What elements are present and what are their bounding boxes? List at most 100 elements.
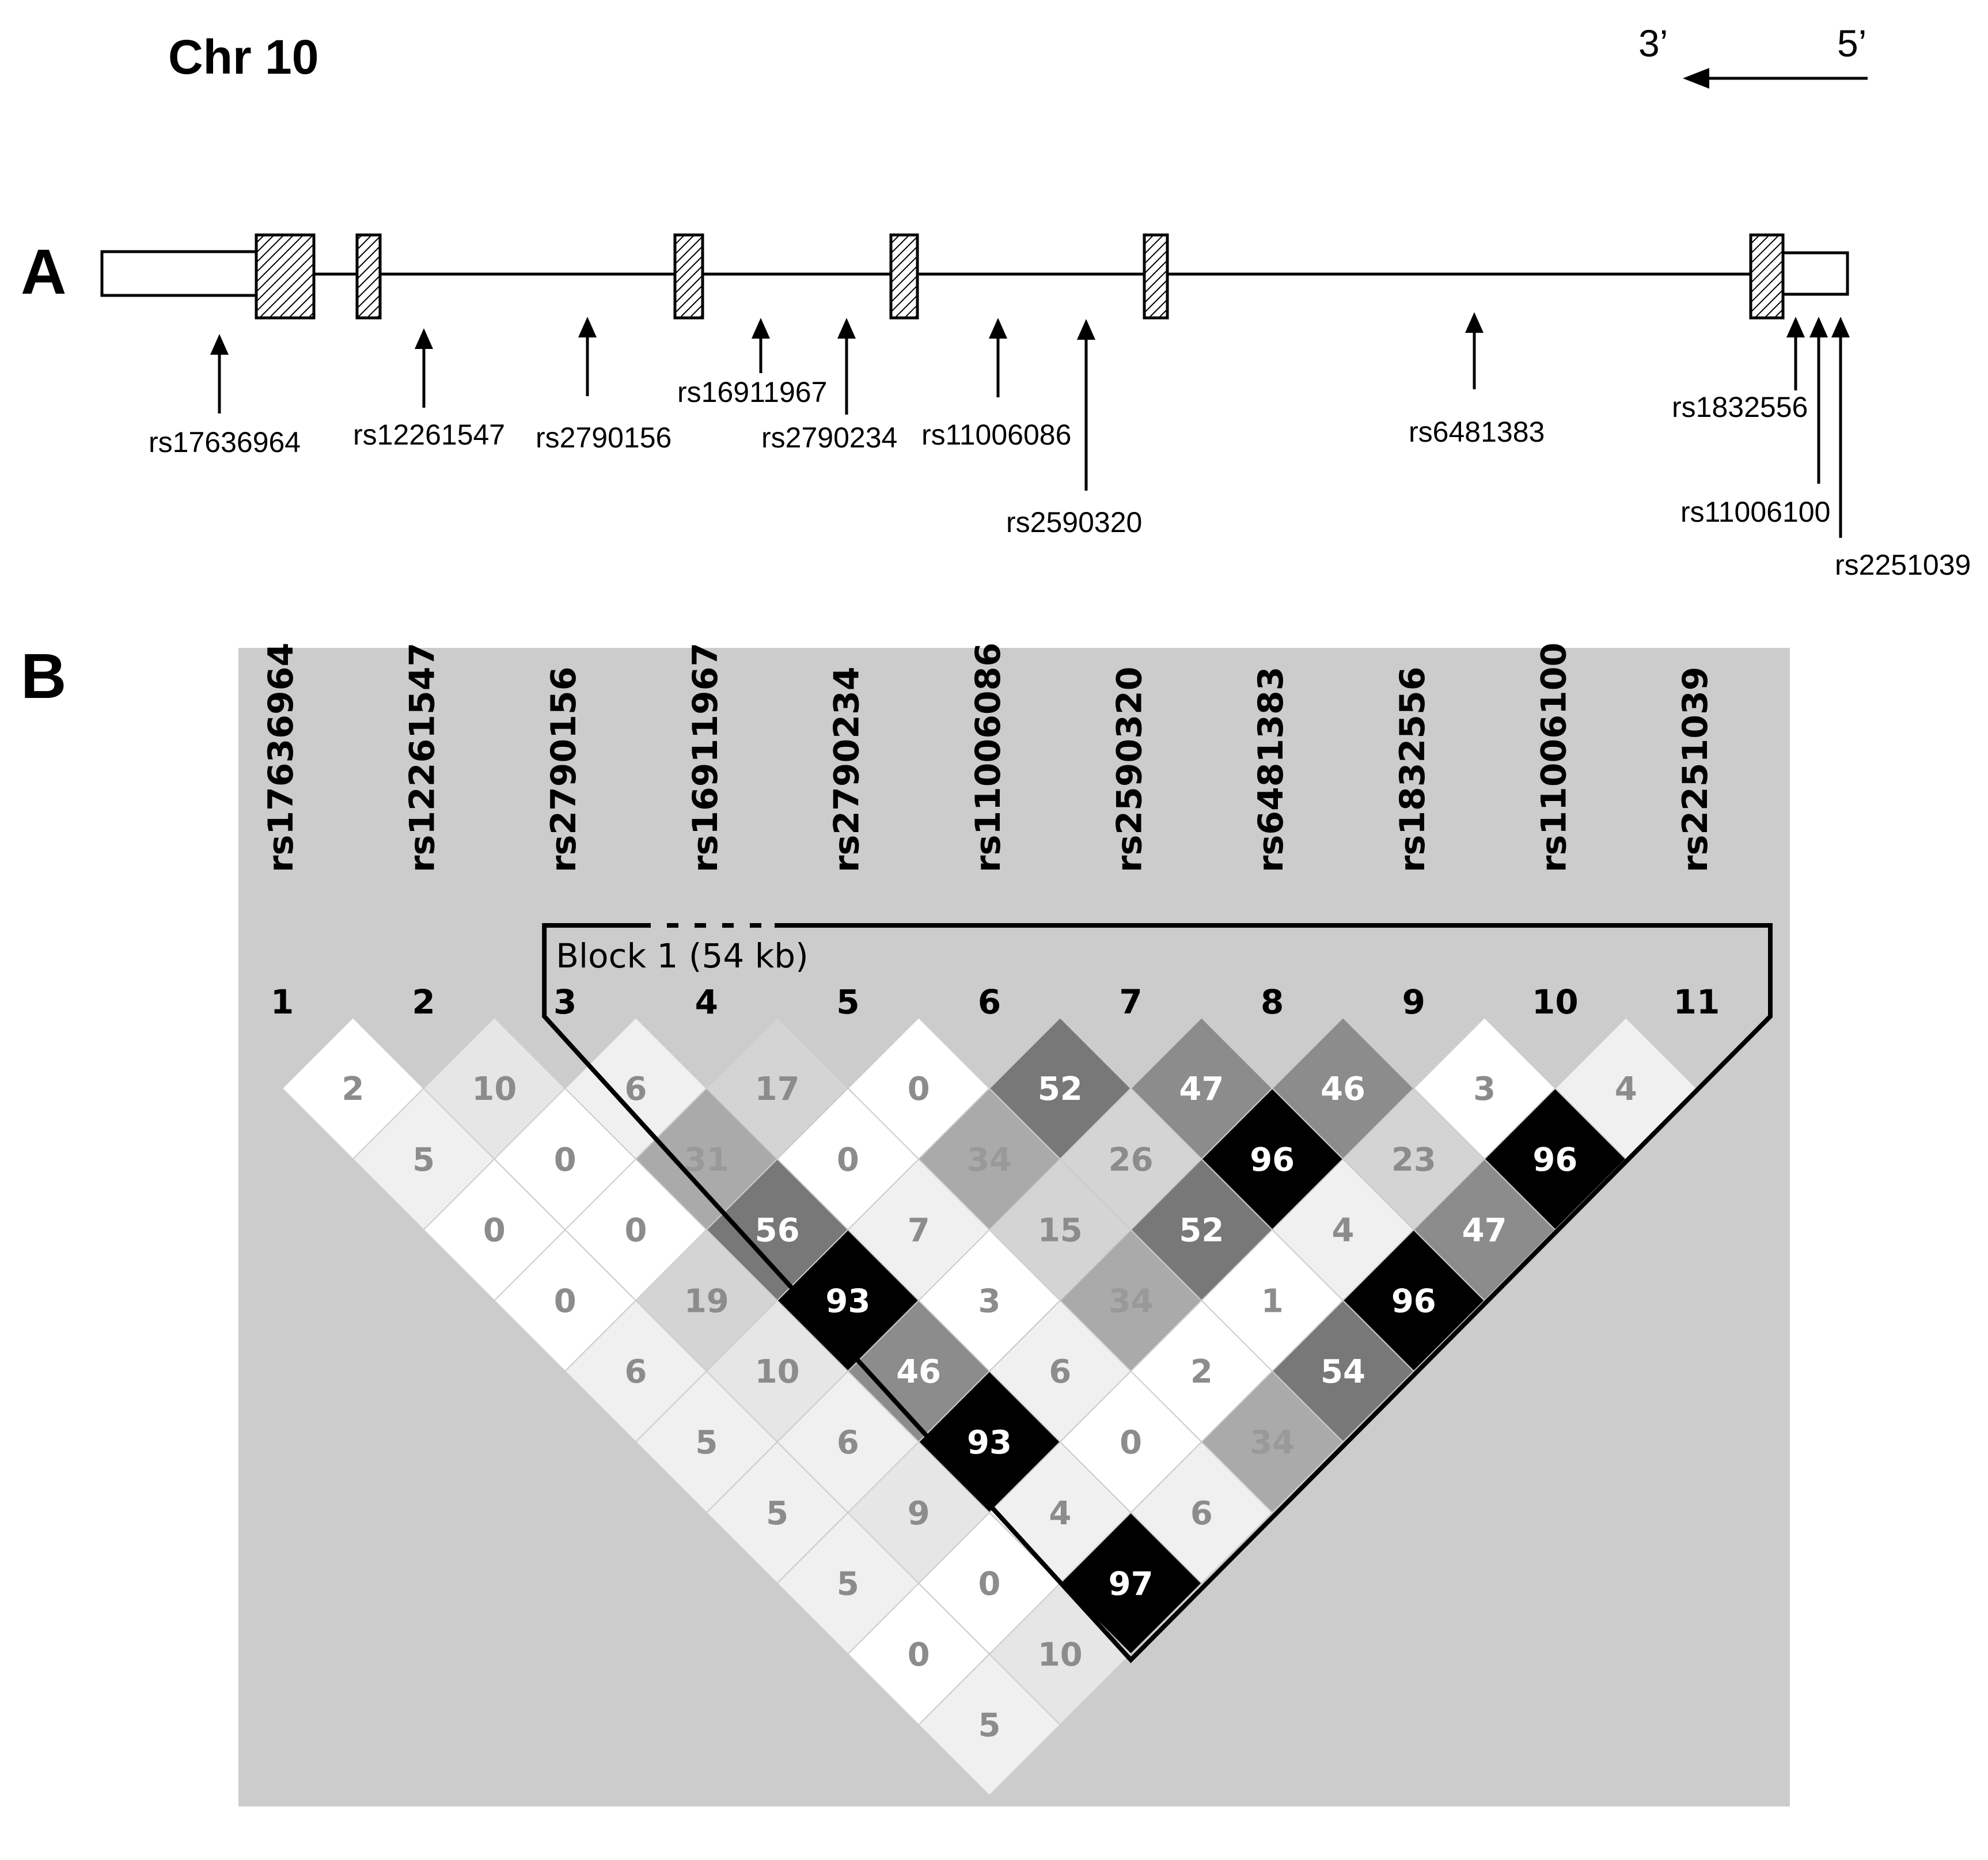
ld-cell-value: 34: [967, 1141, 1012, 1179]
snp-arrowhead-icon: [989, 318, 1007, 339]
ld-cell-value: 96: [1532, 1141, 1577, 1179]
snp-label: rs2790234: [761, 422, 897, 454]
ld-marker-number: 2: [412, 982, 435, 1022]
ld-cell-value: 52: [1038, 1071, 1083, 1108]
ld-snp-name: rs11006086: [968, 643, 1008, 872]
ld-cell-value: 2: [1190, 1353, 1213, 1391]
exon-box: [355, 233, 382, 320]
ld-cell-value: 0: [908, 1071, 930, 1108]
ld-cell: 97: [1059, 1512, 1202, 1655]
ld-cell-value: 96: [1391, 1282, 1436, 1320]
ld-cell-value: 4: [1049, 1495, 1071, 1532]
ld-cell-value: 6: [1190, 1495, 1213, 1532]
exon-box: [889, 233, 919, 320]
ld-cell-value: 52: [1179, 1212, 1224, 1250]
snp-arrowhead-icon: [578, 317, 597, 337]
ld-cell-value: 6: [1049, 1353, 1071, 1391]
ld-snp-name: rs2251039: [1675, 666, 1716, 872]
ld-snp-name: rs12261547: [403, 643, 443, 872]
ld-marker-number: 7: [1119, 982, 1142, 1022]
snp-arrowhead-icon: [1465, 312, 1484, 333]
panel-b-label: B: [21, 641, 66, 712]
ld-cell-value: 19: [684, 1282, 729, 1320]
ld-cell-value: 47: [1462, 1212, 1507, 1250]
ld-cell-value: 0: [554, 1282, 576, 1320]
ld-cell-value: 5: [412, 1141, 435, 1179]
ld-cell-value: 23: [1391, 1141, 1436, 1179]
ld-cell-diamond: [917, 1653, 1061, 1797]
ld-cell-value: 0: [1120, 1424, 1142, 1462]
ld-snp-name: rs6481383: [1251, 666, 1291, 872]
ld-cell: 96: [1342, 1229, 1486, 1372]
ld-cell: 31: [635, 1087, 779, 1231]
haplotype-block: Block 1 (54 kb): [542, 923, 1773, 1664]
ld-cell-value: 4: [1332, 1212, 1355, 1250]
snp-arrowhead-icon: [1077, 319, 1095, 340]
snp-arrowhead-icon: [1809, 317, 1828, 337]
ld-cell-value: 10: [472, 1071, 517, 1108]
ld-marker-number: 11: [1674, 982, 1720, 1022]
ld-cell-value: 3: [978, 1282, 1001, 1320]
direction-5prime-label: 5’: [1837, 22, 1866, 64]
direction-indicator: 3’ 5’: [1638, 22, 1868, 89]
ld-marker-number: 1: [271, 982, 294, 1022]
ld-cell-value: 1: [1261, 1282, 1284, 1320]
ld-cell: 34: [1059, 1229, 1202, 1372]
ld-cell: 2: [1130, 1299, 1273, 1443]
ld-cell-value: 46: [1321, 1071, 1365, 1108]
direction-3prime-label: 3’: [1638, 22, 1668, 64]
snp-label: rs2790156: [536, 422, 671, 454]
ld-cell-value: 6: [625, 1353, 647, 1391]
snp-arrowhead-icon: [837, 318, 856, 339]
ld-cell: 34: [917, 1087, 1061, 1231]
ld-cell-value: 5: [837, 1566, 859, 1603]
ld-cell-value: 2: [342, 1071, 364, 1108]
ld-cell-value: 34: [1109, 1282, 1154, 1320]
ld-cell-value: 0: [625, 1212, 647, 1250]
direction-arrowhead-icon: [1683, 68, 1709, 89]
block-label: Block 1 (54 kb): [556, 936, 809, 975]
snp-label: rs16911967: [677, 376, 827, 408]
snp-label: rs11006100: [1680, 496, 1830, 528]
ld-cell-value: 5: [695, 1424, 718, 1462]
ld-cell: 96: [1484, 1087, 1627, 1231]
ld-cell: 5: [352, 1087, 495, 1231]
snp-arrowhead-icon: [1786, 317, 1805, 337]
ld-marker-number: 4: [695, 982, 718, 1022]
panel-a-label: A: [21, 237, 66, 308]
snp-arrowhead-icon: [415, 328, 433, 349]
exon-box: [1749, 233, 1785, 320]
snp-label: rs17636964: [149, 426, 301, 458]
ld-cell-value: 4: [1615, 1071, 1637, 1108]
ld-cell-value: 97: [1109, 1566, 1154, 1603]
ld-marker-number: 8: [1261, 982, 1284, 1022]
exon-box: [255, 233, 316, 320]
snp-arrowhead-icon: [210, 334, 229, 355]
ld-snp-name: rs17636964: [261, 643, 301, 872]
ld-cell-value: 5: [766, 1495, 788, 1532]
ld-cell-value: 0: [483, 1212, 506, 1250]
ld-cell-value: 0: [908, 1636, 930, 1673]
ld-cell-value: 96: [1250, 1141, 1295, 1179]
ld-cell-value: 46: [896, 1353, 941, 1391]
snp-label: rs2590320: [1006, 506, 1142, 538]
ld-cell: 0: [776, 1087, 920, 1231]
snp-label: rs6481383: [1409, 416, 1545, 448]
ld-marker-number: 5: [836, 982, 859, 1022]
utr-3prime-box: [100, 250, 258, 297]
panel-a: A Chr 10 3’ 5’ rs: [21, 22, 1971, 581]
ld-snp-name: rs1832556: [1393, 666, 1433, 872]
ld-cell-value: 0: [554, 1141, 576, 1179]
ld-cell: 19: [635, 1229, 779, 1372]
ld-cell-value: 9: [908, 1495, 930, 1532]
ld-marker-number: 3: [553, 982, 576, 1022]
ld-cell-value: 7: [908, 1212, 930, 1250]
ld-marker-number: 9: [1402, 982, 1425, 1022]
ld-cell-value: 93: [967, 1424, 1012, 1462]
ld-marker-number: 6: [978, 982, 1001, 1022]
ld-cell-value: 93: [825, 1282, 870, 1320]
